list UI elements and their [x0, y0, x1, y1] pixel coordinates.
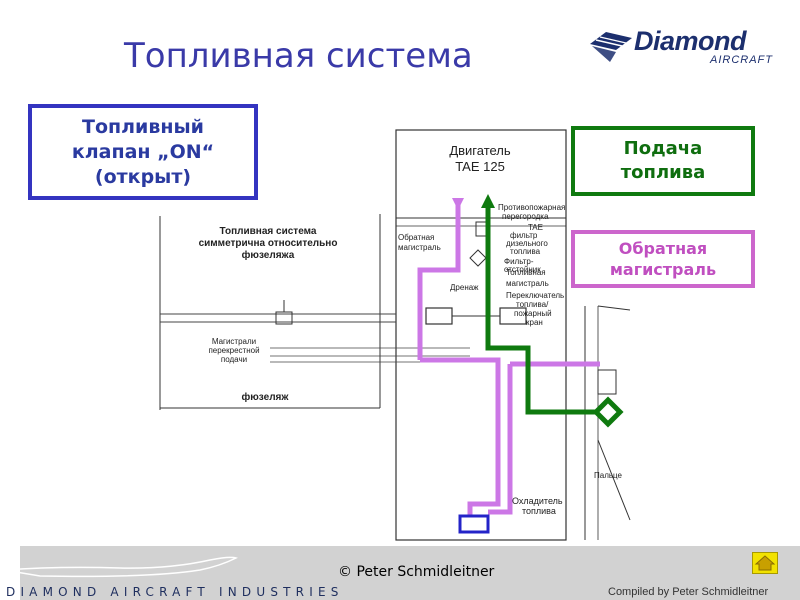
- return-callout-line1: Обратная: [618, 239, 708, 258]
- footer-bar: [20, 546, 800, 600]
- footer-copyright: © Peter Schmidleitner: [338, 564, 495, 580]
- firewall-label-line2: перегородка: [502, 212, 549, 221]
- diamond-logo: Diamond AIRCRAFT: [586, 26, 782, 72]
- fuel-supply-callout: Подача топлива: [571, 126, 755, 196]
- crossfeed-label-line1: Магистрали: [212, 337, 256, 346]
- return-line-upper: [417, 198, 461, 360]
- return-arrow: [452, 198, 464, 210]
- crossfeed-label-line3: подачи: [221, 355, 247, 364]
- cooler-label-line2: топлива: [522, 506, 556, 516]
- supply-callout-line1: Подача: [623, 138, 703, 159]
- valve-callout-line2: клапан „ON“: [71, 140, 215, 163]
- cooler-label-line1: Охладитель: [512, 496, 563, 506]
- selector-label-line2: топлива/: [516, 300, 549, 309]
- return-callout-line2: магистраль: [609, 260, 717, 279]
- tae-filter-label-line3: дизельного: [506, 239, 548, 248]
- settler-filter-symbol: [469, 249, 487, 267]
- selector-valve: [425, 307, 453, 325]
- return-line-right: [488, 361, 600, 515]
- tae-filter-label-line1: TAE: [528, 223, 543, 232]
- page-title: Топливная система: [124, 36, 473, 76]
- firewall-label-line1: Противопожарная: [498, 203, 565, 212]
- engine-compartment-outline: [395, 129, 567, 541]
- fuel-valve-symbol: [592, 396, 624, 428]
- symmetric-label-line2: симметрична относительно: [199, 238, 338, 249]
- symmetric-label-line1: Топливная система: [220, 226, 317, 237]
- valve-callout-line3: (открыт): [94, 165, 192, 188]
- selector-label-line4: кран: [526, 318, 543, 327]
- return-line-label-line1: Обратная: [398, 233, 434, 242]
- selector-label-line3: пожарный: [514, 309, 552, 318]
- symmetric-label-line3: фюзеляжа: [242, 249, 295, 261]
- logo-subtitle: AIRCRAFT: [710, 54, 773, 66]
- tae-filter-label-line4: топлива: [510, 247, 541, 256]
- valve-callout-line1: Топливный: [81, 115, 204, 138]
- home-icon: [754, 555, 776, 571]
- engine-label-line2: TAE 125: [455, 159, 505, 174]
- footer-brand: DIAMOND AIRCRAFT INDUSTRIES: [6, 585, 344, 599]
- engine-label-line1: Двигатель: [449, 143, 511, 158]
- logo-name: Diamond: [634, 26, 747, 56]
- diamond-logo-icon: [590, 32, 632, 62]
- supply-line: [485, 206, 604, 415]
- settler-label-line1: Фильтр-: [504, 257, 534, 266]
- return-line-label-line2: магистраль: [398, 243, 441, 252]
- selector-label-line1: Переключатель: [506, 291, 564, 300]
- fuel-line-label-line1: Топливная: [506, 268, 546, 277]
- finger-label: Пальце: [594, 471, 623, 480]
- return-line-callout: Обратная магистраль: [571, 230, 755, 288]
- fuel-line-label-line2: магистраль: [506, 279, 549, 288]
- return-line-lower: [420, 357, 501, 516]
- fuselage-label: фюзеляж: [242, 391, 290, 403]
- supply-arrow: [481, 194, 495, 208]
- aircraft-silhouette-icon: [3, 556, 238, 578]
- crossfeed-label-line2: перекрестной: [208, 346, 259, 355]
- tae-filter-label-line2: фильтр: [510, 231, 538, 240]
- drain-label: Дренаж: [450, 283, 479, 292]
- fuel-valve-callout: Топливный клапан „ON“ (открыт): [28, 104, 258, 200]
- fuel-valve-on-marker: [458, 514, 490, 534]
- settler-label-line2: отстойник: [504, 265, 541, 274]
- home-button[interactable]: [752, 552, 778, 574]
- supply-callout-line2: топлива: [620, 162, 706, 183]
- footer-compiled-by: Compiled by Peter Schmidleitner: [608, 586, 769, 598]
